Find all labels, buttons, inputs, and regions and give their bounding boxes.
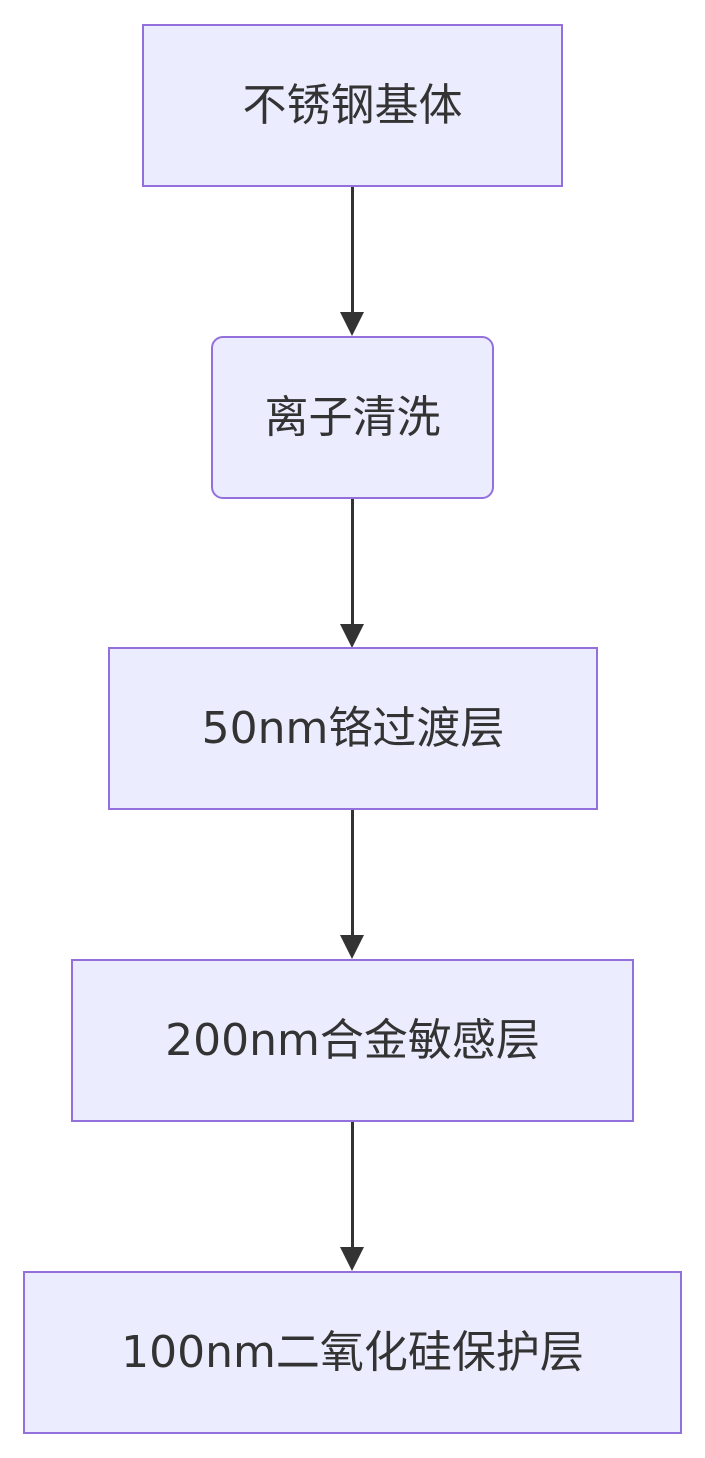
node-silicon-dioxide-protective-layer: 100nm二氧化硅保护层 bbox=[23, 1271, 682, 1434]
node-ion-cleaning: 离子清洗 bbox=[211, 336, 494, 499]
node-label: 不锈钢基体 bbox=[242, 79, 463, 131]
edge-arrow-4-head bbox=[340, 1247, 364, 1271]
edge-arrow-3-line bbox=[351, 810, 354, 938]
node-alloy-sensitive-layer: 200nm合金敏感层 bbox=[71, 959, 634, 1122]
edge-arrow-1-head bbox=[340, 312, 364, 336]
edge-arrow-2-line bbox=[351, 499, 354, 627]
edge-arrow-1-line bbox=[351, 187, 354, 315]
edge-arrow-3-head bbox=[340, 935, 364, 959]
edge-arrow-2-head bbox=[340, 624, 364, 648]
node-stainless-steel-substrate: 不锈钢基体 bbox=[142, 24, 563, 187]
edge-arrow-4-line bbox=[351, 1122, 354, 1250]
node-label: 100nm二氧化硅保护层 bbox=[121, 1326, 584, 1378]
node-label: 离子清洗 bbox=[264, 391, 441, 443]
node-label: 50nm铬过渡层 bbox=[201, 702, 505, 754]
node-label: 200nm合金敏感层 bbox=[165, 1014, 540, 1066]
node-chromium-transition-layer: 50nm铬过渡层 bbox=[108, 647, 598, 810]
